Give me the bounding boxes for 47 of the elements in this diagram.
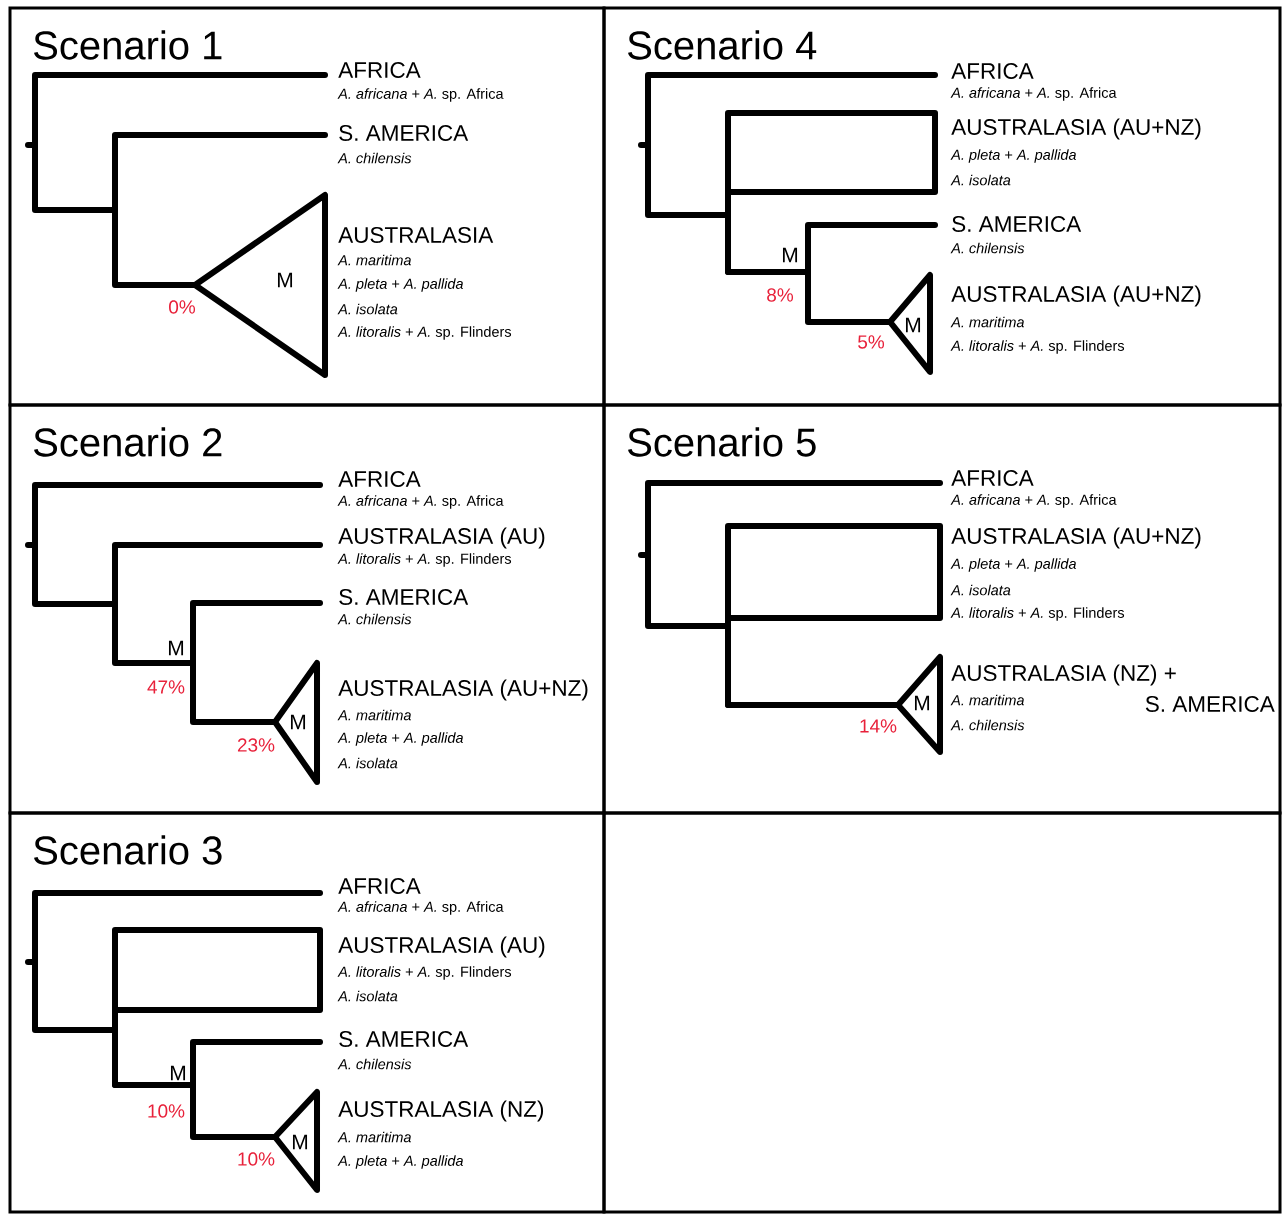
- empty-panel: [602, 811, 1282, 1214]
- species-name: A. litoralis + A. sp. Flinders: [337, 966, 512, 980]
- species-name: A. maritima: [337, 1131, 411, 1143]
- species-name: A. pleta + A. pallida: [337, 1155, 464, 1169]
- species-name: A. isolata: [337, 990, 398, 1002]
- species-name: A. isolata: [950, 584, 1011, 596]
- clade-heading: AUSTRALASIA (AU+NZ): [951, 527, 1201, 549]
- species-name: A. africana + A. sp. Africa: [337, 901, 504, 915]
- percentage-label: 8%: [767, 288, 794, 302]
- clade-heading: AFRICA: [338, 62, 421, 78]
- species-name: A. africana + A. sp. Africa: [950, 87, 1117, 101]
- percentage-label: 10%: [148, 1104, 185, 1118]
- species-name: A. pleta + A. pallida: [337, 732, 464, 746]
- percentage-label: 5%: [858, 335, 885, 349]
- species-name: A. chilensis: [337, 613, 412, 625]
- species-name: A. africana + A. sp. Africa: [950, 494, 1117, 508]
- clade-heading: S. AMERICA: [1145, 696, 1275, 712]
- clade-heading: AUSTRALASIA (AU+NZ): [951, 285, 1201, 307]
- species-name: A. isolata: [950, 174, 1011, 186]
- species-name: A. maritima: [337, 709, 411, 721]
- clade-heading: AUSTRALASIA (NZ): [338, 1100, 544, 1122]
- species-name: A. pleta + A. pallida: [950, 558, 1077, 572]
- node-label: M: [169, 640, 184, 656]
- clade-heading: AUSTRALASIA (AU+NZ): [338, 679, 588, 701]
- percentage-label: 47%: [147, 680, 185, 694]
- species-name: A. litoralis + A. sp. Flinders: [950, 340, 1125, 354]
- node-label: M: [171, 1065, 186, 1081]
- species-name: A. chilensis: [950, 242, 1025, 254]
- species-name: A. litoralis + A. sp. Flinders: [337, 553, 512, 567]
- species-name: A. africana + A. sp. Africa: [337, 495, 504, 509]
- species-name: A. chilensis: [337, 152, 412, 164]
- species-name: A. chilensis: [337, 1058, 412, 1070]
- species-name: A. pleta + A. pallida: [950, 149, 1077, 163]
- node-label: M: [783, 247, 798, 263]
- percentage-label: 23%: [237, 738, 275, 752]
- species-name: A. isolata: [337, 757, 398, 769]
- percentage-label: 14%: [860, 719, 897, 733]
- clade-heading: AFRICA: [951, 63, 1034, 79]
- species-name: A. africana + A. sp. Africa: [337, 88, 504, 102]
- percentage-label: 10%: [238, 1152, 275, 1166]
- clade-heading: AFRICA: [951, 470, 1034, 486]
- collapsed-clade-triangle: M: [887, 272, 933, 375]
- clade-heading: AFRICA: [338, 878, 421, 894]
- clade-heading: AUSTRALASIA (AU): [338, 527, 545, 549]
- clade-heading: AFRICA: [338, 471, 421, 487]
- species-name: A. maritima: [950, 316, 1024, 328]
- clade-heading: AUSTRALASIA (AU+NZ): [951, 118, 1201, 140]
